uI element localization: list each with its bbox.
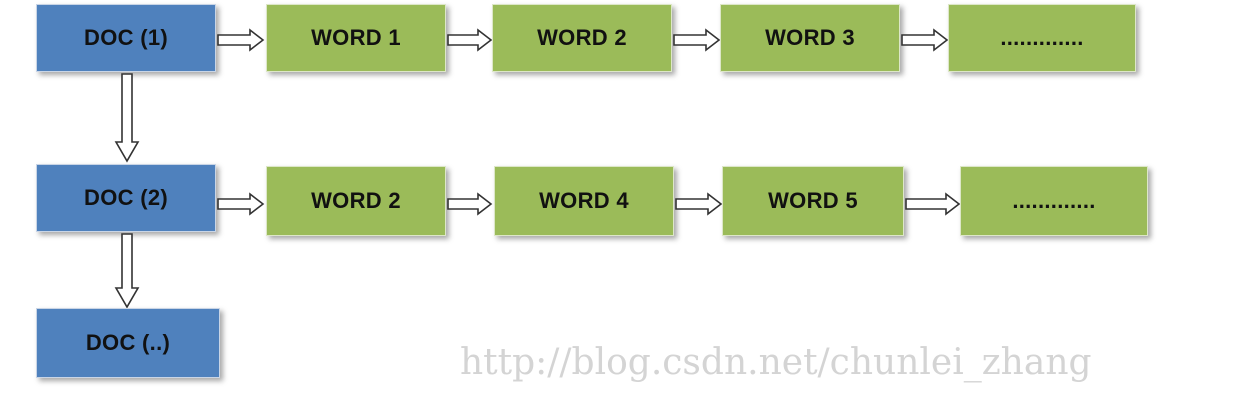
word-node-r1-3: WORD 3 (720, 4, 900, 72)
word-node-r1-4: ............. (948, 4, 1136, 72)
watermark-text: http://blog.csdn.net/chunlei_zhang (460, 342, 1092, 383)
arrow-doc2-word2 (217, 192, 265, 216)
word-node-r2-4-label: ............. (1012, 188, 1096, 213)
word-node-r1-3-label: WORD 3 (765, 25, 855, 50)
doc-node-2: DOC (2) (36, 164, 216, 232)
word-node-r2-1-label: WORD 2 (311, 188, 401, 213)
word-node-r2-4: ............. (960, 166, 1148, 236)
arrow-r2-3-4 (905, 192, 961, 216)
word-node-r2-2: WORD 4 (494, 166, 674, 236)
word-node-r2-3-label: WORD 5 (768, 188, 858, 213)
arrow-r2-1-2 (447, 192, 493, 216)
word-node-r1-2: WORD 2 (492, 4, 672, 72)
doc-node-n: DOC (..) (36, 308, 220, 378)
word-node-r2-2-label: WORD 4 (539, 188, 629, 213)
doc-node-1: DOC (1) (36, 4, 216, 72)
word-node-r1-1: WORD 1 (266, 4, 446, 72)
word-node-r1-4-label: ............. (1000, 25, 1084, 50)
arrow-r1-1-2 (447, 28, 493, 52)
arrow-r2-2-3 (675, 192, 723, 216)
doc-node-n-label: DOC (..) (85, 330, 171, 355)
arrow-r1-2-3 (673, 28, 721, 52)
word-node-r2-1: WORD 2 (266, 166, 446, 236)
arrow-doc1-doc2 (114, 73, 140, 163)
word-node-r2-3: WORD 5 (722, 166, 904, 236)
doc-node-1-label: DOC (1) (84, 25, 168, 50)
word-node-r1-1-label: WORD 1 (311, 25, 401, 50)
doc-node-2-label: DOC (2) (84, 185, 168, 210)
arrow-doc1-word1 (217, 28, 265, 52)
arrow-doc2-docn (114, 233, 140, 309)
word-node-r1-2-label: WORD 2 (537, 25, 627, 50)
arrow-r1-3-4 (901, 28, 949, 52)
